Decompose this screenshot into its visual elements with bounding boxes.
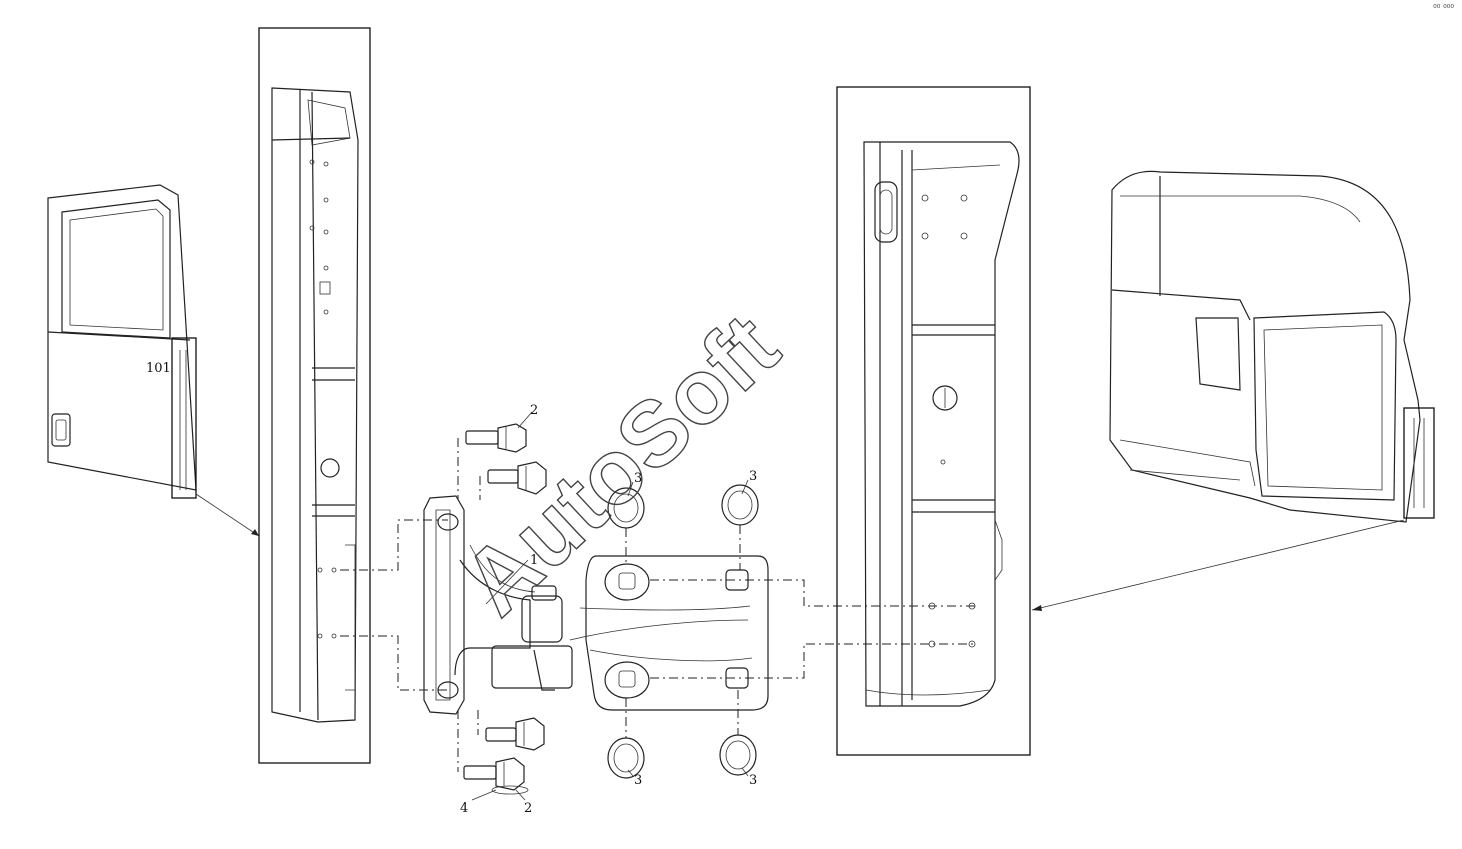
alignment-line xyxy=(340,635,448,691)
bolt-bottom-2 xyxy=(463,757,529,795)
callout-3: 3 xyxy=(749,469,757,484)
corner-mark: ⁰⁰ ⁰⁰⁰ xyxy=(1433,4,1454,14)
bushing-bottom-right xyxy=(719,734,757,776)
bolt-top-2 xyxy=(487,461,547,495)
bolt-bottom-1 xyxy=(485,717,545,751)
bushing-top-right xyxy=(721,484,759,526)
door-label: 101 xyxy=(146,361,171,376)
leader-line-item3 xyxy=(741,767,749,777)
bolt-top-1 xyxy=(465,423,527,453)
watermark-text: AutoSoft xyxy=(444,295,798,634)
cab-body-icon xyxy=(1109,170,1435,523)
door-edge-detail xyxy=(258,27,371,764)
leader-line-door xyxy=(195,493,260,537)
callout-3: 3 xyxy=(634,471,642,486)
arrow-head-icon xyxy=(1032,605,1042,611)
callout-4: 4 xyxy=(460,801,468,816)
bushing-bottom-left xyxy=(607,737,645,779)
leader-line-item2 xyxy=(517,411,533,429)
arrow-head-icon xyxy=(251,529,259,536)
leader-line-item1 xyxy=(485,559,529,605)
leader-line-item4 xyxy=(471,789,497,801)
leader-line-item3 xyxy=(741,479,749,495)
callout-2-bottom: 2 xyxy=(524,801,532,816)
leader-line-item3 xyxy=(627,481,634,497)
leader-line-cab xyxy=(1031,519,1405,611)
leader-line-item3 xyxy=(627,769,634,777)
callout-3: 3 xyxy=(634,773,642,788)
callout-2-top: 2 xyxy=(530,403,538,418)
callout-1: 1 xyxy=(530,553,538,568)
alignment-line xyxy=(650,579,975,607)
callout-3: 3 xyxy=(749,773,757,788)
alignment-line xyxy=(650,643,975,679)
alignment-line xyxy=(340,519,448,571)
hinge-assembly xyxy=(423,495,769,715)
cab-pillar-detail xyxy=(836,86,1031,756)
leader-line-item2b xyxy=(515,789,526,801)
door-panel-icon: 101 xyxy=(47,184,197,499)
